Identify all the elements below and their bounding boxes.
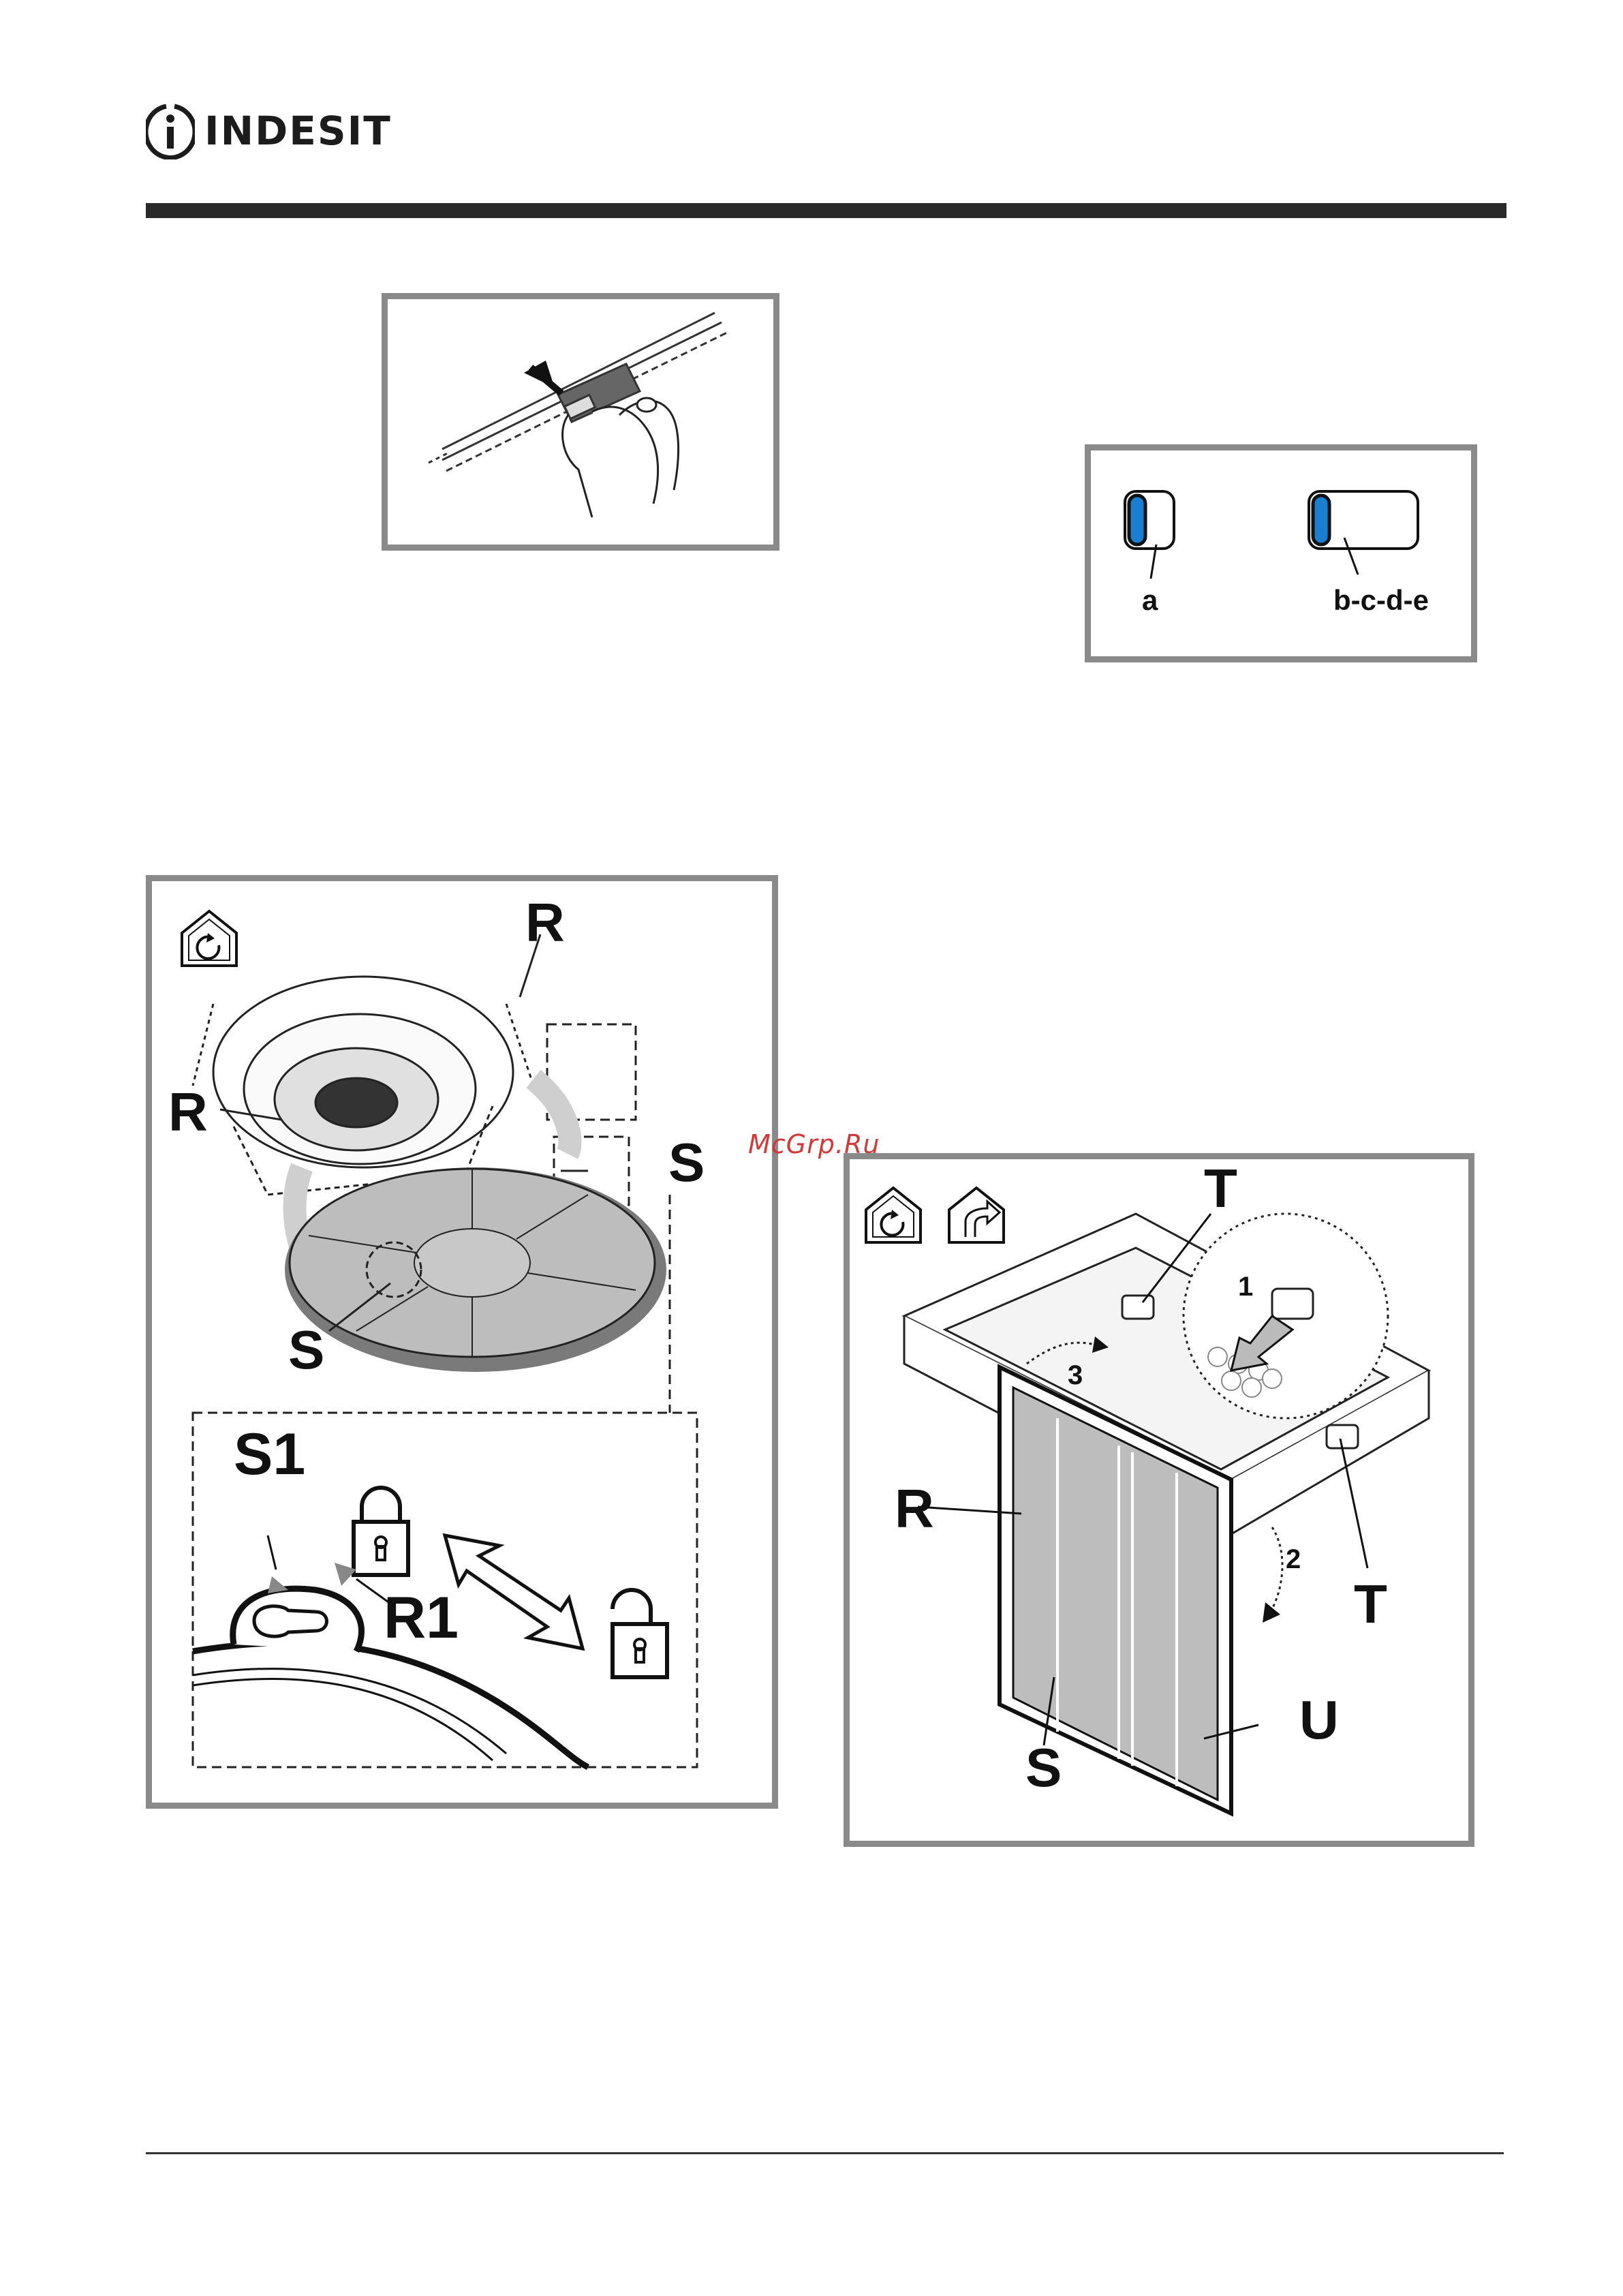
label-u: U	[1299, 1689, 1339, 1750]
label-r1: R1	[384, 1585, 459, 1651]
label-s: S	[1025, 1737, 1062, 1798]
label-step-2: 2	[1286, 1544, 1301, 1574]
label-step-3: 3	[1068, 1360, 1083, 1390]
lock-open-icon	[613, 1590, 667, 1677]
ducted-mode-icon	[949, 1188, 1004, 1242]
label-s1: S1	[234, 1422, 305, 1487]
indicator-label-bcde: b-c-d-e	[1333, 584, 1429, 617]
figure-latch-press	[382, 293, 779, 551]
label-r-top: R	[525, 892, 565, 953]
label-t-top: T	[1204, 1159, 1237, 1219]
label-s-right: S	[668, 1132, 705, 1193]
label-t-right: T	[1354, 1574, 1387, 1634]
recirculation-mode-icon	[182, 911, 236, 966]
carbon-filter-disc	[285, 1167, 666, 1372]
latch-press-illustration	[388, 299, 773, 545]
figure-filter-indicator: a b-c-d-e	[1085, 444, 1477, 662]
lock-closed-icon	[354, 1488, 408, 1575]
recirculation-mode-icon	[866, 1188, 921, 1242]
header-rule	[146, 203, 1506, 218]
footer-rule	[146, 2152, 1504, 2154]
label-step-1: 1	[1238, 1272, 1253, 1302]
indesit-i-icon	[146, 102, 195, 159]
indicator-bcde-light	[1313, 495, 1329, 545]
label-s-bottom: S	[288, 1319, 324, 1380]
rect-filter-illustration: T T R S U 1 2 3	[850, 1159, 1468, 1841]
round-filter-illustration: R R S S S1 R1	[152, 881, 772, 1803]
figure-round-filter: R R S S S1 R1	[146, 875, 778, 1809]
indicator-label-a: a	[1142, 584, 1158, 617]
indicator-a-light	[1129, 495, 1145, 545]
indicator-illustration	[1091, 450, 1471, 656]
figure-rect-filter: T T R S U 1 2 3	[844, 1153, 1474, 1847]
label-r-left: R	[168, 1082, 208, 1142]
label-r: R	[895, 1478, 934, 1539]
brand-name: INDESIT	[204, 108, 392, 154]
brand-logo: INDESIT	[146, 102, 392, 159]
double-arrow-icon	[445, 1535, 583, 1649]
